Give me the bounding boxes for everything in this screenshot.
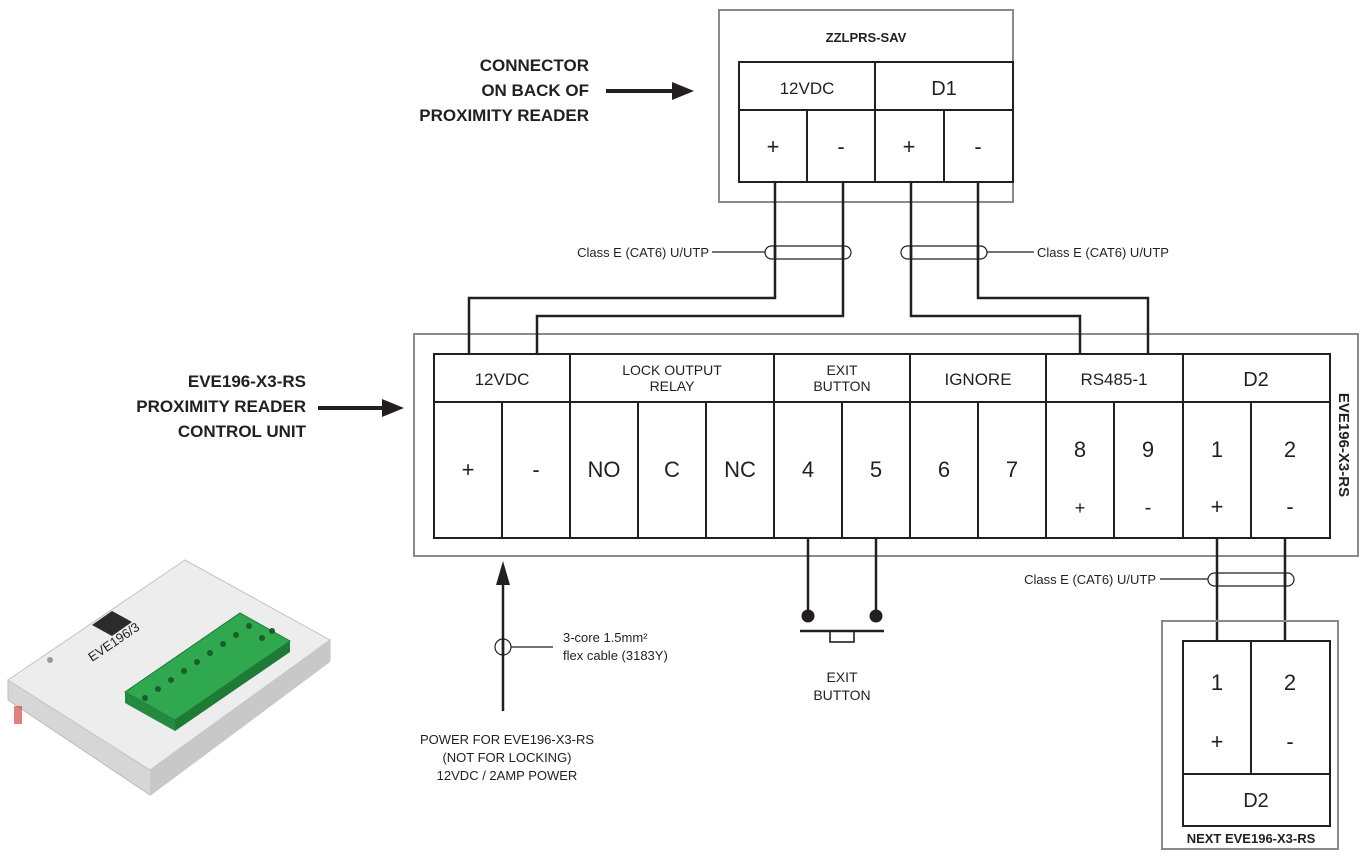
exit-button-label-line-2: BUTTON (813, 687, 870, 703)
control-sub-plus-8: + (1075, 498, 1086, 518)
control-terminal-2: 2 (1284, 437, 1296, 462)
reader-callout-line-3: PROXIMITY READER (419, 106, 589, 125)
power-note-line-3: 12VDC / 2AMP POWER (437, 768, 578, 783)
control-callout-line-3: CONTROL UNIT (178, 422, 307, 441)
next-unit-frame (1161, 620, 1339, 850)
control-unit: 12VDC LOCK OUTPUT RELAY EXIT BUTTON IGNO… (413, 333, 1359, 557)
control-group-exit: EXIT (826, 362, 858, 378)
exit-button-label-line-1: EXIT (826, 669, 858, 685)
next-unit-plus: + (1211, 729, 1224, 754)
reader-callout-line-1: CONNECTOR (480, 56, 589, 75)
next-unit-terminal-1: 1 (1211, 670, 1223, 695)
switch-contact-right (869, 609, 883, 623)
control-terminal-no: NO (588, 457, 621, 482)
control-group-lock-output: LOCK OUTPUT (622, 362, 722, 378)
control-side-label: EVE196-X3-RS (1335, 393, 1352, 497)
control-terminal-block (433, 353, 1331, 539)
control-callout-arrow-icon (382, 399, 404, 417)
control-terminal-1: 1 (1211, 437, 1223, 462)
reader-terminal-minus-2: - (974, 134, 981, 159)
control-group-relay: RELAY (650, 378, 696, 394)
power-input: 3-core 1.5mm² flex cable (3183Y) POWER F… (420, 561, 668, 783)
cable-label-right: Class E (CAT6) U/UTP (1037, 245, 1169, 260)
control-group-rs485: RS485-1 (1080, 370, 1147, 389)
reader-callout-line-2: ON BACK OF (481, 81, 589, 100)
cable-sleeve-left: Class E (CAT6) U/UTP (577, 245, 852, 260)
cable-label-d2: Class E (CAT6) U/UTP (1024, 572, 1156, 587)
control-callout: EVE196-X3-RS PROXIMITY READER CONTROL UN… (136, 372, 404, 441)
control-callout-line-2: PROXIMITY READER (136, 397, 306, 416)
power-note-line-1: POWER FOR EVE196-X3-RS (420, 732, 594, 747)
next-unit: 1 2 + - D2 NEXT EVE196-X3-RS (1161, 620, 1339, 850)
control-terminal-9: 9 (1142, 437, 1154, 462)
control-callout-line-1: EVE196-X3-RS (188, 372, 306, 391)
control-terminal-minus: - (532, 457, 539, 482)
control-group-ignore: IGNORE (944, 370, 1011, 389)
next-unit-terminal-2: 2 (1284, 670, 1296, 695)
reader-terminal-minus-1: - (837, 134, 844, 159)
power-cable-line-2: flex cable (3183Y) (563, 648, 668, 663)
cable-sleeve-right: Class E (CAT6) U/UTP (900, 245, 1169, 260)
next-unit-minus: - (1286, 729, 1293, 754)
power-arrow-icon (496, 561, 510, 585)
reader-group-12vdc: 12VDC (780, 79, 835, 98)
control-terminal-6: 6 (938, 457, 950, 482)
exit-button-switch: EXIT BUTTON (800, 538, 884, 703)
control-terminal-8: 8 (1074, 437, 1086, 462)
control-terminal-plus: + (462, 457, 475, 482)
control-sub-minus-9: - (1145, 497, 1152, 519)
control-unit-frame (413, 333, 1359, 557)
wires-rs485 (909, 182, 1150, 354)
device-photo: EVE196/3 (7, 559, 331, 796)
reader-callout-arrow-icon (672, 82, 694, 100)
reader-title: ZZLPRS-SAV (826, 30, 907, 45)
switch-contact-left (801, 609, 815, 623)
control-group-12vdc: 12VDC (475, 370, 530, 389)
reader-connector: ZZLPRS-SAV 12VDC D1 + - + - (718, 9, 1014, 203)
power-note-line-2: (NOT FOR LOCKING) (442, 750, 571, 765)
control-sub-plus-1: + (1211, 494, 1224, 519)
control-group-d2: D2 (1243, 369, 1269, 391)
power-cable-line-1: 3-core 1.5mm² (563, 630, 648, 645)
wires-d2: Class E (CAT6) U/UTP (1024, 538, 1295, 641)
reader-terminal-plus-1: + (767, 134, 780, 159)
reader-callout: CONNECTOR ON BACK OF PROXIMITY READER (419, 56, 694, 125)
control-sub-minus-2: - (1286, 494, 1293, 519)
reader-group-d1: D1 (931, 78, 957, 100)
control-terminal-5: 5 (870, 457, 882, 482)
next-unit-terminal-block (1182, 640, 1331, 827)
cable-label-left: Class E (CAT6) U/UTP (577, 245, 709, 260)
reader-terminal-plus-2: + (903, 134, 916, 159)
control-terminal-4: 4 (802, 457, 814, 482)
control-group-button: BUTTON (813, 378, 870, 394)
control-terminal-7: 7 (1006, 457, 1018, 482)
control-terminal-nc: NC (724, 457, 756, 482)
wires-power (467, 182, 845, 354)
next-unit-group-d2: D2 (1243, 790, 1269, 812)
control-terminal-c: C (664, 457, 680, 482)
next-unit-label: NEXT EVE196-X3-RS (1187, 831, 1316, 846)
